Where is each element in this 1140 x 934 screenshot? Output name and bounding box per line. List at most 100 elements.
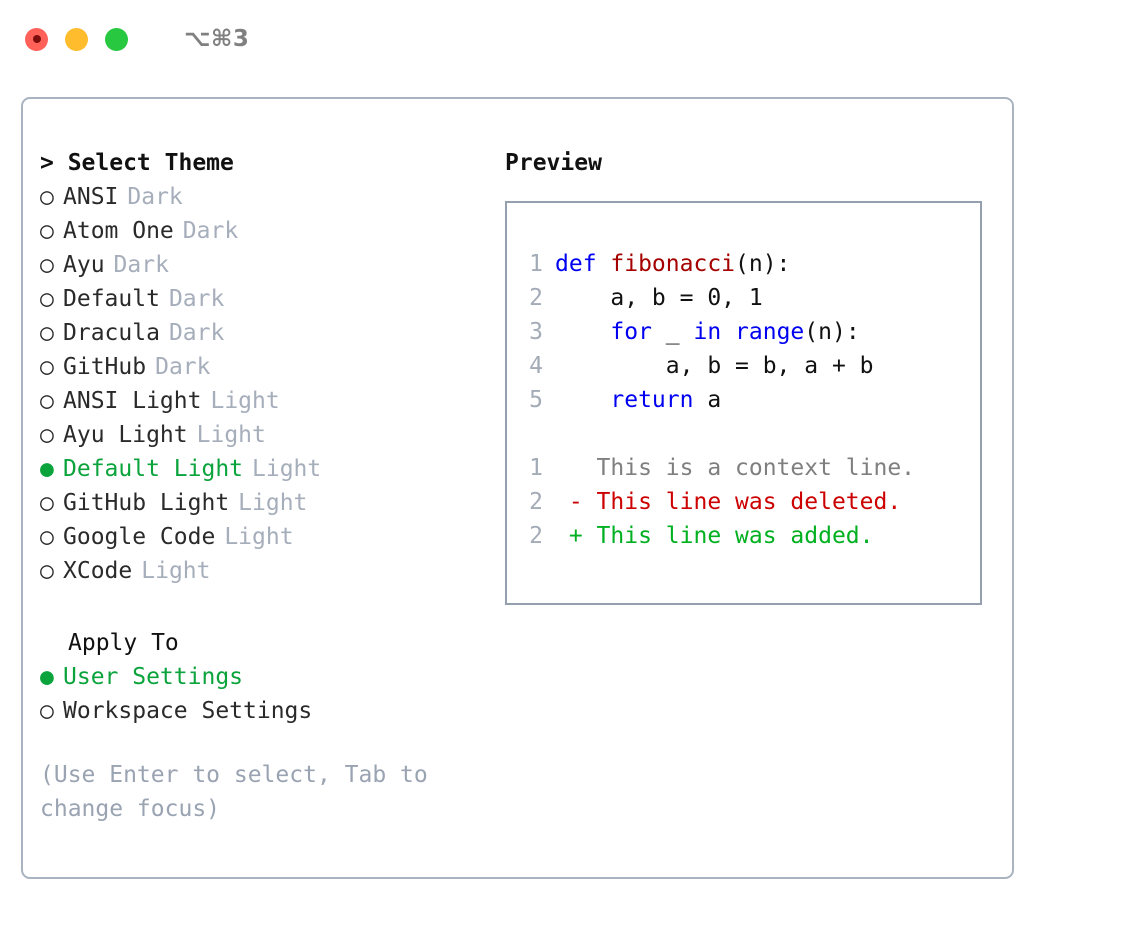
maximize-icon[interactable]: [105, 27, 128, 51]
diff-line: 1 This is a context line.: [525, 451, 980, 485]
theme-item-label: Ayu: [63, 252, 105, 278]
line-number: 5: [529, 387, 543, 413]
line-number: 2: [529, 489, 543, 515]
theme-variant-tag: Dark: [168, 320, 225, 346]
code-diff-gap: [525, 417, 980, 451]
radio-icon: ○: [40, 320, 54, 346]
token-kw: in: [693, 319, 722, 345]
line-number: 2: [529, 523, 543, 549]
code-line-content: for _ in range(n):: [555, 315, 860, 349]
token-code: a, b = b, a + b: [555, 353, 874, 379]
token-kw: for: [610, 319, 652, 345]
radio-icon: ○: [40, 184, 54, 210]
token-code: a: [693, 387, 722, 413]
theme-item-label: Dracula: [63, 320, 160, 346]
diff-line-content: + This line was added.: [555, 519, 874, 553]
code-line: 5 return a: [525, 383, 980, 417]
diff-sample: 1 This is a context line.2 - This line w…: [525, 451, 980, 553]
token-kw: return: [610, 387, 694, 413]
theme-variant-tag: Light: [252, 456, 322, 482]
apply-to-list[interactable]: ● User Settings ○Workspace Settings: [40, 660, 493, 728]
radio-icon: ○: [40, 524, 54, 550]
diff-line: 2 - This line was deleted.: [525, 485, 980, 519]
line-number: 3: [529, 319, 543, 345]
theme-variant-tag: Light: [224, 524, 294, 550]
token-code: [721, 319, 735, 345]
apply-to-item-label: User Settings: [63, 664, 244, 690]
token-code: a, b = 0, 1: [555, 285, 763, 311]
theme-variant-tag: Dark: [113, 252, 169, 278]
apply-to-item-user-settings[interactable]: ● User Settings: [40, 660, 493, 694]
code-line: 4 a, b = b, a + b: [525, 349, 980, 383]
window-controls: [25, 27, 128, 51]
theme-item-ansi[interactable]: ○ ANSI Dark: [40, 180, 493, 214]
theme-item-label: ANSI: [63, 184, 119, 210]
theme-item-label: Default: [63, 286, 160, 312]
apply-to-item-workspace-settings[interactable]: ○Workspace Settings: [40, 694, 493, 728]
code-line-content: a, b = b, a + b: [555, 349, 874, 383]
radio-icon: ○: [40, 218, 54, 244]
token-code: [555, 387, 610, 413]
code-line-content: def fibonacci(n):: [555, 247, 790, 281]
token-kw: range: [735, 319, 805, 345]
close-icon[interactable]: [25, 27, 48, 51]
minimize-icon[interactable]: [65, 27, 88, 51]
token-code: (n):: [735, 251, 791, 277]
radio-icon: ○: [40, 422, 54, 448]
code-line: 3 for _ in range(n):: [525, 315, 980, 349]
keyboard-shortcut-label: ⌥⌘3: [184, 26, 250, 52]
preview-heading: Preview: [505, 150, 602, 176]
theme-item-dracula[interactable]: ○ Dracula Dark: [40, 316, 493, 350]
token-fn: fibonacci: [610, 251, 736, 277]
radio-icon: ○: [40, 388, 54, 414]
token-code: _: [651, 319, 694, 345]
keyboard-hint-text: (Use Enter to select, Tab to change focu…: [40, 762, 428, 822]
theme-variant-tag: Dark: [127, 184, 183, 210]
theme-item-github-light[interactable]: ○ GitHub Light Light: [40, 486, 493, 520]
code-line: 2 a, b = 0, 1: [525, 281, 980, 315]
theme-variant-tag: Light: [238, 490, 308, 516]
diff-line-content: - This line was deleted.: [555, 485, 901, 519]
theme-item-label: Ayu Light: [63, 422, 188, 448]
select-theme-heading: > Select Theme: [40, 150, 234, 176]
token-kw: def: [555, 251, 611, 277]
theme-variant-tag: Dark: [155, 354, 211, 380]
radio-icon: ○: [40, 252, 54, 278]
theme-variant-tag: Light: [141, 558, 211, 584]
token-code: (n):: [804, 319, 860, 345]
radio-icon: ○: [40, 490, 54, 516]
line-number: 1: [529, 251, 543, 277]
diff-line: 2 + This line was added.: [525, 519, 980, 553]
radio-selected-icon: ●: [40, 664, 54, 690]
theme-item-label: GitHub Light: [63, 490, 230, 516]
theme-item-default-light[interactable]: ● Default Light Light: [40, 452, 493, 486]
apply-to-heading: Apply To: [68, 630, 179, 656]
token-ctx: This is a context line.: [555, 455, 916, 481]
theme-item-label: Default Light: [63, 456, 244, 482]
theme-item-ayu[interactable]: ○ Ayu Dark: [40, 248, 493, 282]
title-bar: ⌥⌘3: [0, 0, 1140, 78]
line-number: 4: [529, 353, 543, 379]
theme-item-google-code[interactable]: ○ Google Code Light: [40, 520, 493, 554]
theme-variant-tag: Light: [210, 388, 280, 414]
theme-variant-tag: Dark: [182, 218, 239, 244]
diff-line-content: This is a context line.: [555, 451, 916, 485]
code-line: 1 def fibonacci(n):: [525, 247, 980, 281]
theme-item-label: Google Code: [63, 524, 216, 550]
radio-selected-icon: ●: [40, 456, 54, 482]
radio-icon: ○: [40, 558, 54, 584]
radio-icon: ○: [40, 354, 54, 380]
token-code: [555, 319, 610, 345]
